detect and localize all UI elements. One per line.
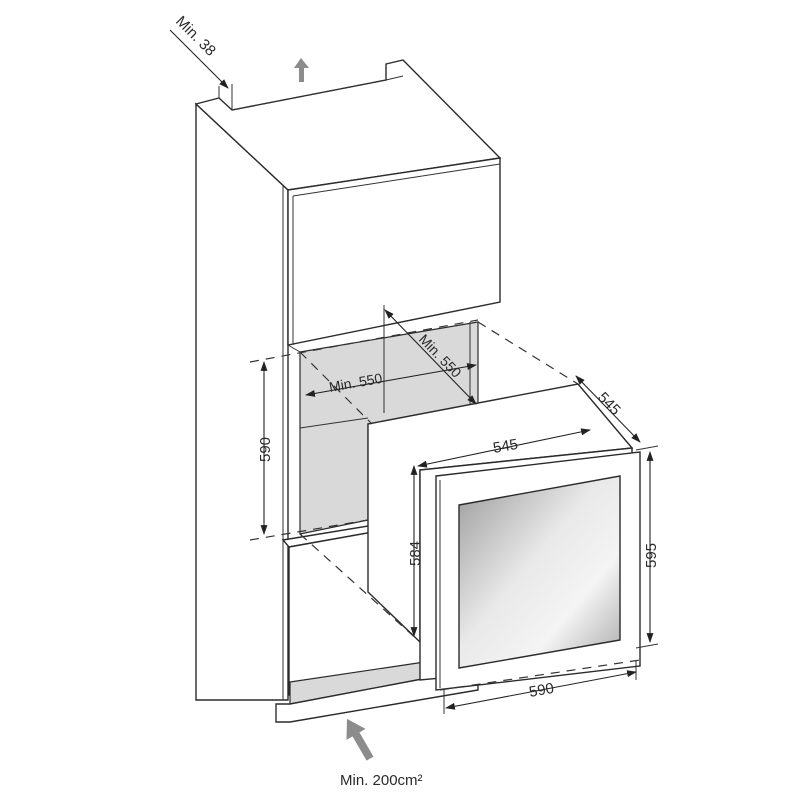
appliance-height-label: 584 bbox=[407, 541, 424, 566]
airflow-in-arrow-icon bbox=[346, 718, 374, 761]
niche-height-label: 590 bbox=[257, 437, 274, 462]
airflow-out-arrow-icon bbox=[294, 58, 309, 82]
bottom-vent-area-label: Min. 200cm² bbox=[340, 772, 423, 789]
lower-cabinet bbox=[275, 519, 479, 723]
door-glass-panel bbox=[458, 475, 621, 669]
door-width-label: 590 bbox=[528, 680, 556, 701]
tall-cabinet bbox=[194, 59, 502, 701]
dimension-lines bbox=[169, 29, 659, 714]
appliance-width-label: 545 bbox=[492, 436, 520, 457]
top-vent-clearance-label: Min. 38 bbox=[172, 13, 219, 60]
appliance-door bbox=[435, 451, 641, 691]
door-height-label: 595 bbox=[643, 543, 660, 568]
